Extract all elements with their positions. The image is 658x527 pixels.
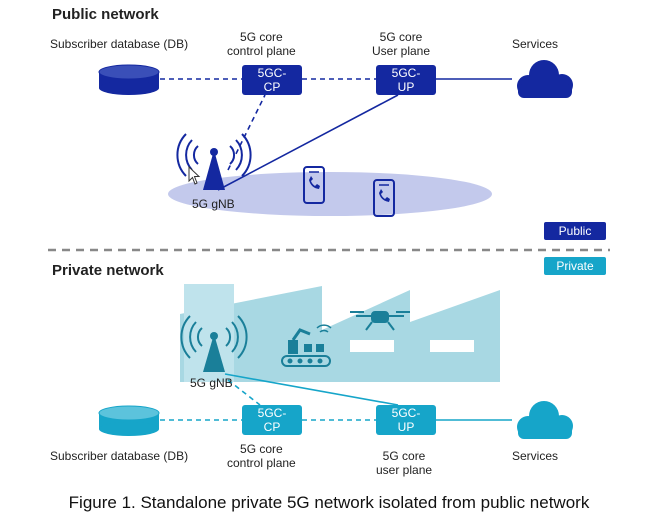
private-cloud-icon	[517, 401, 573, 439]
public-cloud-icon	[517, 60, 573, 98]
private-db-label: Subscriber database (DB)	[50, 449, 189, 463]
public-gnb-label: 5G gNB	[192, 197, 235, 211]
private-gnb-cp-link	[227, 379, 261, 406]
private-cp-heading: 5G core control plane	[227, 442, 296, 470]
drone-icon	[350, 311, 410, 331]
public-gnb-up-link	[217, 94, 399, 191]
public-cp-heading: 5G core control plane	[227, 30, 296, 58]
private-5gc-up-box: 5GC- UP	[376, 405, 436, 435]
public-database-icon	[98, 64, 160, 95]
public-tag: Public	[544, 222, 606, 240]
public-antenna-icon	[176, 133, 252, 190]
figure-caption: Figure 1. Standalone private 5G network …	[68, 493, 590, 512]
public-section-title: Public network	[52, 6, 159, 23]
factory-windows	[350, 340, 474, 352]
factory-icon	[180, 284, 500, 382]
private-5gc-cp-box: 5GC- CP	[242, 405, 302, 435]
public-5gc-up-box: 5GC- UP	[376, 65, 436, 95]
private-antenna-icon	[180, 315, 248, 372]
private-gnb-label: 5G gNB	[190, 376, 233, 390]
private-services-label: Services	[512, 449, 559, 463]
private-tag: Private	[544, 257, 606, 275]
public-up-heading: 5G core User plane	[372, 30, 431, 58]
private-gnb-up-link	[224, 373, 399, 406]
public-phone-icon	[303, 166, 325, 204]
public-phone-icon	[373, 179, 395, 217]
private-database-icon	[98, 405, 160, 436]
robot-arm-icon	[281, 324, 332, 367]
public-5gc-cp-box: 5GC- CP	[242, 65, 302, 95]
public-coverage-area	[168, 172, 492, 216]
private-up-heading: 5G core user plane	[376, 449, 433, 477]
private-section-title: Private network	[52, 262, 164, 279]
cursor-icon	[188, 166, 201, 185]
public-db-label: Subscriber database (DB)	[50, 37, 189, 51]
public-services-label: Services	[512, 37, 559, 51]
